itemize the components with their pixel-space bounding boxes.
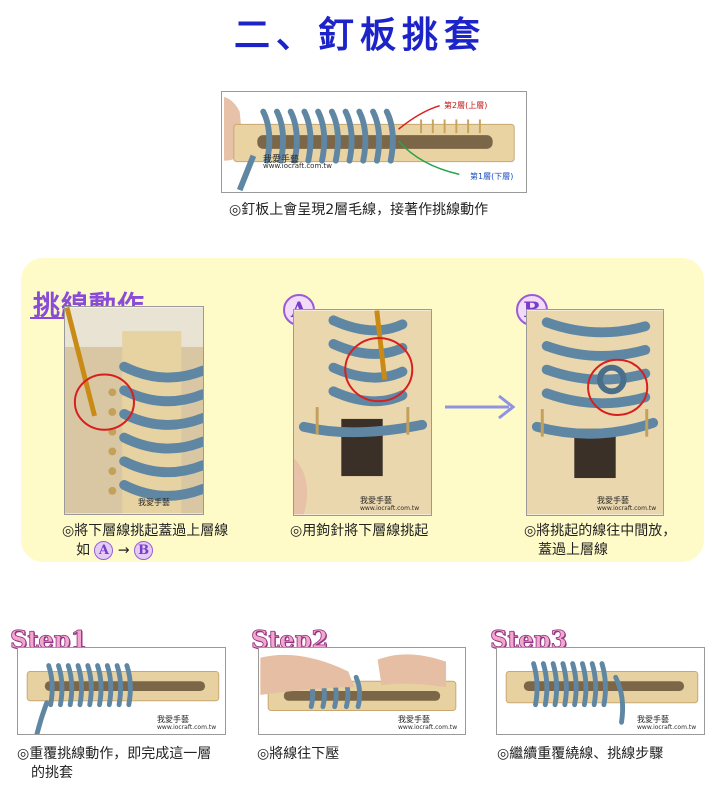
panel-caption-1-arrow: → xyxy=(117,542,130,559)
panel-caption-1-prefix: 如 xyxy=(76,542,90,559)
panel-photo-3-watermark-url: www.iocraft.com.tw xyxy=(597,505,657,512)
badge-b-small: B xyxy=(134,541,154,560)
panel-photo-2-watermark-name: 我愛手藝 xyxy=(360,496,392,505)
panel-photo-2-watermark-url: www.iocraft.com.tw xyxy=(360,505,420,512)
panel-photo-3-image xyxy=(527,310,663,515)
step-1-photo xyxy=(17,647,226,735)
step-1-caption: ◎重覆挑線動作，即完成這一層 的挑套 xyxy=(17,745,211,783)
panel-photo-3-watermark-name: 我愛手藝 xyxy=(597,496,629,505)
step-2-photo xyxy=(258,647,466,735)
panel-photo-2-image xyxy=(294,310,431,515)
panel-caption-1: ◎將下層線挑起蓋過上層線 如 A → B xyxy=(62,522,228,561)
panel-caption-2: ◎用鉤針將下層線挑起 xyxy=(290,523,429,539)
top-caption: ◎釘板上會呈現2層毛線，接著作挑線動作 xyxy=(229,202,489,218)
step-1-watermark-url: www.iocraft.com.tw xyxy=(157,724,217,731)
step-1-watermark-name: 我愛手藝 xyxy=(157,715,189,724)
step-2-watermark-name: 我愛手藝 xyxy=(398,715,430,724)
panel-photo-3 xyxy=(526,309,664,516)
step-1-caption-line2: 的挑套 xyxy=(31,765,73,781)
step-2-caption: ◎將線往下壓 xyxy=(257,746,340,762)
badge-a-small: A xyxy=(94,541,114,560)
top-photo xyxy=(221,91,527,193)
step-1-caption-line1: ◎重覆挑線動作，即完成這一層 xyxy=(17,746,212,762)
panel-caption-1-line1: ◎將下層線挑起蓋過上層線 xyxy=(62,523,229,539)
top-label-lower: 第1層(下層) xyxy=(470,172,514,181)
step-2-watermark-url: www.iocraft.com.tw xyxy=(398,724,458,731)
step-1-photo-image xyxy=(19,648,224,734)
step-2-photo-image xyxy=(260,648,464,734)
top-watermark-url: www.iocraft.com.tw xyxy=(263,162,332,170)
panel-caption-3: ◎將挑起的線往中間放， 蓋過上層線 xyxy=(524,522,676,560)
top-label-upper: 第2層(上層) xyxy=(444,101,488,110)
panel-caption-3-line1: ◎將挑起的線往中間放， xyxy=(524,523,677,539)
panel-photo-1-image xyxy=(65,307,203,514)
top-photo-image xyxy=(224,92,524,192)
top-watermark-name: 我愛手藝 xyxy=(263,155,300,165)
step-3-photo-image xyxy=(498,648,703,734)
panel-caption-1-line2: 如 A → B xyxy=(62,541,228,561)
panel-photo-1 xyxy=(64,306,204,515)
panel-photo-1-watermark-name: 我愛手藝 xyxy=(138,498,170,507)
step-3-watermark-name: 我愛手藝 xyxy=(637,715,669,724)
page-title: 二、釘板挑套 xyxy=(233,15,486,56)
step-3-photo xyxy=(496,647,705,735)
panel-photo-2 xyxy=(293,309,432,516)
arrow-right-icon xyxy=(445,394,516,420)
step-3-watermark-url: www.iocraft.com.tw xyxy=(637,724,697,731)
step-3-caption: ◎繼續重覆繞線、挑線步驟 xyxy=(497,746,664,762)
panel-caption-3-line2: 蓋過上層線 xyxy=(538,542,608,558)
